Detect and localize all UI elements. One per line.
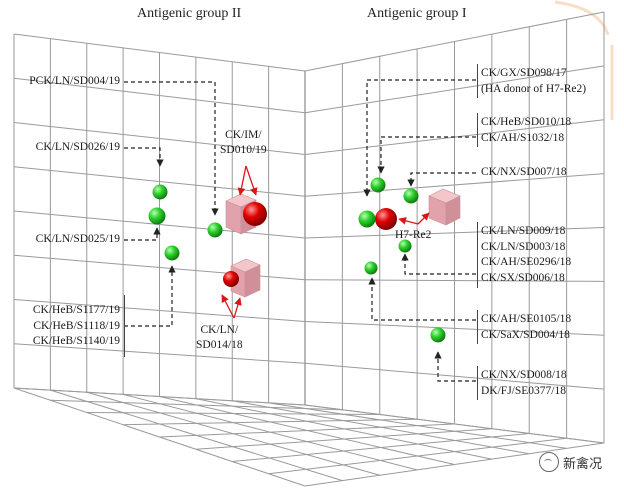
watermark-decoration <box>554 0 614 120</box>
label-heb-s1118: CK/HeB/S1118/19 <box>33 319 120 332</box>
leader-heb-ah-group <box>377 136 476 174</box>
antiserum-sphere-ck-ln-sd014 <box>223 271 239 287</box>
label-heb-sd010: CK/HeB/SD010/18 <box>481 116 572 128</box>
bracket-heb-group <box>124 295 125 357</box>
grid-line-52 <box>268 437 567 475</box>
label-ah-sax-group: CK/AH/SE0105/18 CK/SaX/SD004/18 <box>481 312 571 343</box>
label-pck-ln-sd004: PCK/LN/SD004/19 <box>29 75 120 87</box>
title-antigenic-group-i: Antigenic group I <box>367 6 467 21</box>
label-sx-sd006: CK/SX/SD006/18 <box>481 271 565 284</box>
leader-ck-ln-sd026 <box>124 147 164 167</box>
grid-line-9 <box>13 33 306 72</box>
leader-ah-sax-group <box>368 277 476 321</box>
grid-line-46 <box>50 399 343 411</box>
red-arrows <box>221 165 430 319</box>
virus-sphere-pck-ln-sd004 <box>207 222 223 238</box>
label-ck-im-sd010: CK/IM/ SD010/19 <box>220 128 267 158</box>
leader-heb-group <box>124 265 176 327</box>
bracket-ah-sax-group <box>477 310 478 344</box>
leader-ln-sd009-group <box>401 253 476 275</box>
leader-gx-group <box>363 79 476 197</box>
virus-sphere-gx-group <box>358 210 376 228</box>
virus-sphere-nx-sd007 <box>403 188 419 204</box>
leader-pck-ln-sd004 <box>124 81 219 216</box>
grid-line-49 <box>159 423 455 438</box>
grid-line-10 <box>13 77 306 114</box>
label-ck-ln-sd014-line1: CK/LN/ <box>200 324 239 336</box>
grid-line-47 <box>86 412 380 415</box>
grid-line-51 <box>232 433 530 462</box>
label-ah-se0296: CK/AH/SE0296/18 <box>481 256 572 268</box>
watermark: 新禽况 <box>539 452 602 472</box>
bracket-nx-fj-group <box>477 366 478 400</box>
label-heb-s1177: CK/HeB/S1177/19 <box>32 304 120 316</box>
grid-line-13 <box>13 210 306 239</box>
leader-ck-ln-sd025 <box>124 227 161 241</box>
label-heb-group: CK/HeB/S1177/19 CK/HeB/S1118/19 CK/HeB/S… <box>33 303 120 350</box>
label-ln-sd009: CK/LN/SD009/18 <box>481 225 566 237</box>
grid-line-53 <box>304 442 605 487</box>
label-nx-sd007: CK/NX/SD007/18 <box>481 166 567 178</box>
label-heb-ah-group: CK/HeB/SD010/18 CK/AH/S1032/18 <box>481 115 571 146</box>
label-gx-group: CK/GX/SD098/17 (HA donor of H7-Re2) <box>481 66 586 97</box>
virus-sphere-heb-group <box>164 245 180 261</box>
grid-lines <box>13 11 605 487</box>
bracket-heb-ah-group <box>477 113 478 147</box>
grid-line-48 <box>123 418 418 426</box>
label-ah-s1032: CK/AH/S1032/18 <box>481 131 565 144</box>
grid-line-27 <box>304 11 605 72</box>
label-ck-ln-sd026: CK/LN/SD026/19 <box>35 141 120 153</box>
label-nx-fj-group: CK/NX/SD008/18 DK/FJ/SE0377/18 <box>481 368 567 399</box>
label-ln-sd009-group: CK/LN/SD009/18 CK/LN/SD003/18 CK/AH/SE02… <box>481 224 571 286</box>
grid-line-32 <box>304 279 605 282</box>
grid-line-11 <box>13 122 306 155</box>
grid-line-28 <box>304 65 605 114</box>
label-ck-ln-sd025: CK/LN/SD025/19 <box>35 233 120 245</box>
grid-line-31 <box>304 227 605 239</box>
label-nx-sd008: CK/NX/SD008/18 <box>481 369 567 381</box>
virus-sphere-heb-ah-group <box>370 177 386 193</box>
label-fj-se0377: DK/FJ/SE0377/18 <box>481 384 566 397</box>
watermark-text: 新禽况 <box>563 456 603 472</box>
label-ha-donor: (HA donor of H7-Re2) <box>481 82 587 95</box>
antiserum-sphere-h7-re2 <box>375 208 397 230</box>
virus-sphere-ck-ln-sd026 <box>152 184 168 200</box>
grid-line-34 <box>304 362 605 390</box>
label-ln-sd003: CK/LN/SD003/18 <box>481 240 566 253</box>
leader-nx-sd007 <box>407 172 476 187</box>
label-ck-ln-sd014: CK/LN/ SD014/18 <box>196 323 243 353</box>
label-ck-im-line2: SD010/19 <box>220 144 267 156</box>
bracket-ln-sd009-group <box>477 222 478 288</box>
grid-line-50 <box>195 428 492 450</box>
bracket-gx-group <box>477 64 478 98</box>
label-h7-re2: H7-Re2 <box>395 229 432 241</box>
virus-sphere-ah-sax-group <box>364 261 378 275</box>
label-sax-sd004: CK/SaX/SD004/18 <box>481 328 570 341</box>
label-ck-ln-sd014-line2: SD014/18 <box>196 339 243 351</box>
leader-nx-fj-group <box>434 351 476 382</box>
virus-sphere-ln-sd009-group <box>398 239 412 253</box>
title-antigenic-group-ii: Antigenic group II <box>137 6 242 21</box>
label-gx-sd098: CK/GX/SD098/17 <box>481 67 567 79</box>
grid-line-15 <box>13 299 306 322</box>
grid-line-45 <box>13 387 306 406</box>
virus-sphere-ck-ln-sd025 <box>148 207 166 225</box>
label-ah-se0105: CK/AH/SE0105/18 <box>481 313 572 325</box>
grid-line-30 <box>304 173 605 197</box>
grid-line-33 <box>304 321 605 336</box>
label-ck-im-line1: CK/IM/ <box>225 129 262 141</box>
antigen-cube-h7-re2 <box>428 188 461 226</box>
grid-line-16 <box>13 343 306 364</box>
virus-sphere-nx-fj-group <box>430 327 446 343</box>
leader-lines <box>124 79 476 382</box>
antiserum-sphere-ck-im-sd010 <box>243 202 267 226</box>
wechat-logo-icon <box>539 452 559 472</box>
label-heb-s1140: CK/HeB/S1140/19 <box>32 335 120 347</box>
